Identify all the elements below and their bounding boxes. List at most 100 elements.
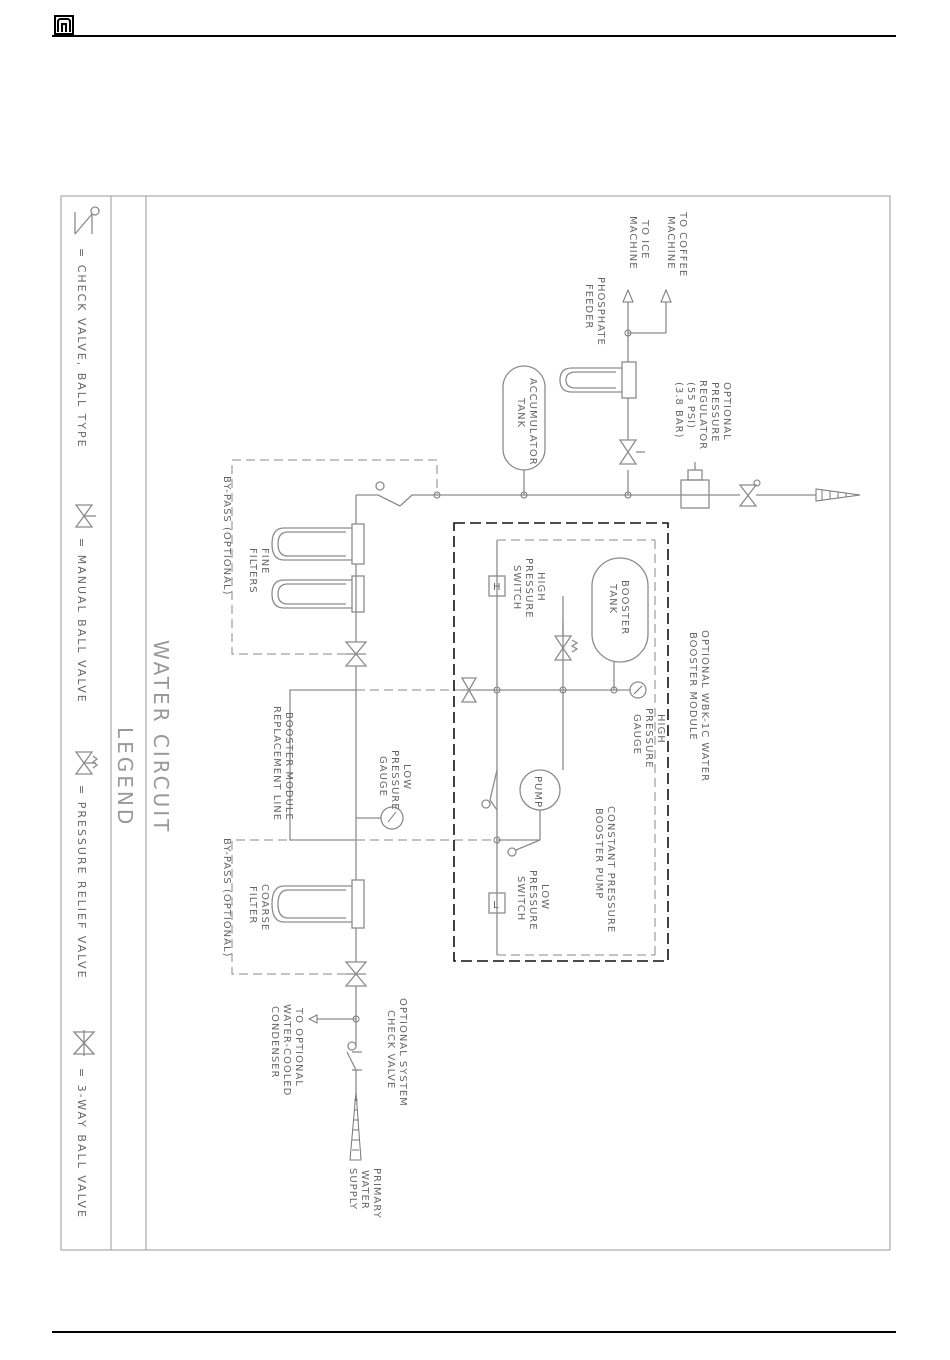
label-booster-tank: BOOSTER TANK xyxy=(607,580,630,635)
label-bypass-coarse: BY-PASS (OPTIONAL) xyxy=(221,838,232,957)
label-high-pressure-switch: HIGH PRESSURE SWITCH xyxy=(511,558,546,619)
label-optional-check-valve: OPTIONAL SYSTEM CHECK VALVE xyxy=(385,998,408,1107)
page-header xyxy=(52,14,896,38)
svg-text:MACHINE: MACHINE xyxy=(627,216,638,270)
coarse-bypass-line xyxy=(231,839,346,975)
svg-text:BOOSTER: BOOSTER xyxy=(619,580,630,635)
booster-check-valve-icon xyxy=(481,769,498,811)
svg-text:PRESSURE: PRESSURE xyxy=(389,750,400,811)
regulator-ball-valve-icon xyxy=(618,439,645,465)
svg-text:FINE: FINE xyxy=(259,548,270,575)
label-low-pressure-switch: LOW PRESSURE SWITCH xyxy=(515,870,550,931)
booster-relief-valve-icon xyxy=(553,622,579,661)
svg-text:PRESSURE: PRESSURE xyxy=(709,382,720,443)
low-pressure-gauge-icon xyxy=(356,806,404,830)
svg-text:FILTERS: FILTERS xyxy=(247,548,258,594)
booster-ball-valve-icon xyxy=(460,677,478,703)
booster-tank-icon xyxy=(591,557,649,690)
svg-text:SWITCH: SWITCH xyxy=(511,565,522,610)
legend-item-check-valve: = CHECK VALVE, BALL TYPE xyxy=(75,248,88,449)
svg-text:OPTIONAL WBK-1C WATER: OPTIONAL WBK-1C WATER xyxy=(699,630,710,782)
svg-text:TO COFFEE: TO COFFEE xyxy=(677,211,688,277)
svg-text:PRESSURE: PRESSURE xyxy=(527,870,538,931)
diagram-frame xyxy=(60,195,891,1251)
svg-text:PHOSPHATE: PHOSPHATE xyxy=(595,277,606,346)
svg-text:OPTIONAL: OPTIONAL xyxy=(721,382,732,441)
outlet-ball-valve-icon xyxy=(738,479,761,507)
diagram-title: WATER CIRCUIT xyxy=(149,640,173,834)
svg-text:LOW: LOW xyxy=(539,884,550,910)
switch-l-label: L xyxy=(493,900,500,911)
svg-text:WATER-COOLED: WATER-COOLED xyxy=(281,1004,292,1096)
main-check-valve-icon xyxy=(375,481,413,507)
svg-text:REPLACEMENT LINE: REPLACEMENT LINE xyxy=(271,706,282,821)
svg-text:REGULATOR: REGULATOR xyxy=(697,380,708,450)
legend-row: = CHECK VALVE, BALL TYPE = MANUAL BALL V… xyxy=(72,206,100,1219)
svg-text:PRESSURE: PRESSURE xyxy=(523,558,534,619)
svg-text:FEEDER: FEEDER xyxy=(583,284,594,329)
primary-water-supply-arrow xyxy=(349,1091,362,1161)
svg-text:MACHINE: MACHINE xyxy=(665,216,676,270)
svg-text:ACCUMULATOR: ACCUMULATOR xyxy=(527,378,538,466)
label-water-cooled-condenser: TO OPTIONAL WATER-COOLED CONDENSER xyxy=(269,1004,304,1096)
svg-text:SWITCH: SWITCH xyxy=(515,876,526,921)
coarse-3-way-valve-icon xyxy=(344,961,368,987)
label-booster-module: OPTIONAL WBK-1C WATER BOOSTER MODULE xyxy=(687,630,710,782)
svg-text:BOOSTER MODULE: BOOSTER MODULE xyxy=(687,632,698,741)
label-fine-filters: FINE FILTERS xyxy=(247,548,270,594)
svg-text:OPTIONAL SYSTEM: OPTIONAL SYSTEM xyxy=(397,998,408,1107)
coarse-filter-icon xyxy=(271,879,365,929)
switch-h-label: H xyxy=(493,582,502,593)
ice-machine-arrow xyxy=(622,288,634,303)
legend-item-manual-ball-valve: = MANUAL BALL VALVE xyxy=(75,538,88,704)
optional-system-check-valve-icon xyxy=(346,1041,362,1071)
legend-check-valve-icon xyxy=(74,206,100,235)
footer-rule xyxy=(52,1331,896,1333)
header-rule xyxy=(52,35,896,37)
outlet-regulator-icon xyxy=(680,462,710,509)
svg-text:WATER: WATER xyxy=(359,1170,370,1210)
svg-text:TO OPTIONAL: TO OPTIONAL xyxy=(293,1007,304,1087)
legend-3-way-ball-valve-icon xyxy=(72,1030,96,1056)
svg-text:LOW: LOW xyxy=(401,764,412,790)
svg-text:HIGH: HIGH xyxy=(655,714,666,744)
label-to-coffee-machine: TO COFFEE MACHINE xyxy=(665,211,688,277)
label-primary-water-supply: PRIMARY WATER SUPPLY xyxy=(347,1168,382,1219)
pressure-regulator-icon xyxy=(559,361,637,399)
fine-filters-icon xyxy=(271,523,365,613)
legend-item-pressure-relief-valve: = PRESSURE RELIEF VALVE xyxy=(75,785,88,980)
fine-3-way-valve-icon xyxy=(344,641,368,667)
svg-text:GAUGE: GAUGE xyxy=(377,756,388,797)
svg-text:CONSTANT PRESSURE: CONSTANT PRESSURE xyxy=(605,806,616,933)
legend-item-3-way-ball-valve: = 3-WAY BALL VALVE xyxy=(75,1068,88,1219)
high-pressure-gauge-icon xyxy=(629,681,647,699)
high-pressure-switch-icon xyxy=(488,575,506,597)
manufacturer-logo-icon xyxy=(54,15,74,35)
svg-text:SUPPLY: SUPPLY xyxy=(347,1168,358,1210)
label-coarse-filter: COARSE FILTER xyxy=(247,884,270,931)
accumulator-tank-icon xyxy=(502,365,546,495)
svg-text:TO ICE: TO ICE xyxy=(639,219,650,259)
label-replacement-line: BOOSTER MODULE REPLACEMENT LINE xyxy=(271,706,294,821)
fine-bypass-line xyxy=(231,459,438,655)
svg-text:CHECK VALVE: CHECK VALVE xyxy=(385,1010,396,1089)
svg-text:BOOSTER PUMP: BOOSTER PUMP xyxy=(593,808,604,899)
pump-inlet-check-valve-icon xyxy=(507,839,541,857)
label-bypass-fine: BY-PASS (OPTIONAL) xyxy=(221,476,232,595)
label-phosphate-feeder: PHOSPHATE FEEDER xyxy=(583,277,606,346)
booster-module-boundary xyxy=(453,522,669,962)
svg-text:PRESSURE: PRESSURE xyxy=(643,708,654,769)
label-accumulator-tank: ACCUMULATOR TANK xyxy=(515,378,538,466)
svg-text:HIGH: HIGH xyxy=(535,572,546,602)
legend-heading: LEGEND xyxy=(113,727,137,827)
svg-text:TANK: TANK xyxy=(607,583,618,614)
label-low-pressure-gauge: LOW PRESSURE GAUGE xyxy=(377,750,412,811)
label-high-pressure-gauge: HIGH PRESSURE GAUGE xyxy=(631,708,666,769)
outlet-arrow xyxy=(815,488,861,502)
label-pressure-regulator: OPTIONAL PRESSURE REGULATOR (55 PSI) (3.… xyxy=(673,380,732,450)
legend-manual-ball-valve-icon xyxy=(74,504,96,528)
label-constant-pressure-pump: CONSTANT PRESSURE BOOSTER PUMP xyxy=(593,806,616,933)
label-pump: PUMP xyxy=(532,776,543,808)
svg-text:GAUGE: GAUGE xyxy=(631,714,642,755)
